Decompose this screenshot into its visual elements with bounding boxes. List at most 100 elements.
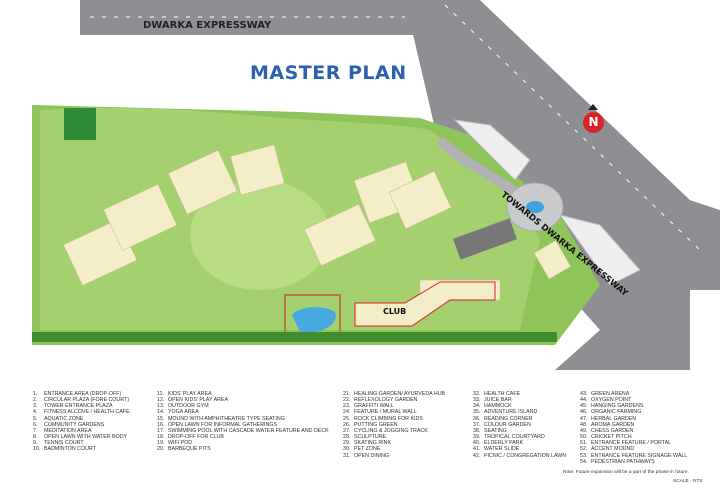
legend-number: 28. (343, 434, 351, 441)
legend-item: 21.HEALING GARDEN/ AYURVEDA HUB (343, 391, 445, 397)
legend-text: TROPICAL COURTYARD (484, 434, 545, 441)
note: Note: Future expansion will be a part of… (563, 470, 689, 475)
legend-item: 29.SKATING RINK (343, 440, 445, 446)
legend-number: 4. (33, 409, 38, 416)
legend-number: 52. (580, 446, 588, 453)
legend-item: 41.WATER SLIDE (473, 446, 566, 452)
legend-number: 40. (473, 440, 481, 447)
club-boundary (354, 281, 496, 327)
legend-item: 35.ADVENTURE ISLAND (473, 409, 566, 415)
legend-text: HEALING GARDEN/ AYURVEDA HUB (354, 391, 446, 397)
legend-number: 23. (343, 403, 351, 410)
legend-item: 23.GRAFFITI WALL (343, 403, 445, 409)
legend-item: 2. CIRCULAR PLAZA (FORE COURT) (33, 397, 130, 403)
legend-text: FITNESS ALCOVE / HEALTH CAFE (44, 409, 130, 416)
legend-number: 35. (473, 409, 481, 416)
legend-number: 17. (157, 427, 165, 434)
legend-number: 2. (33, 397, 38, 404)
legend-item: 24.FEATURE / MURAL WALL (343, 409, 445, 415)
legend-number: 14. (157, 409, 165, 416)
legend-text: MEDITATION AREA (44, 427, 92, 434)
legend-text: REFLEXOLOGY GARDEN (354, 397, 418, 404)
legend-item: 15.MOUND WITH AMPHITHEATRE TYPE SEATING (157, 416, 329, 422)
legend-number: 49. (580, 427, 588, 434)
legend-item: 33.JUICE BAR (473, 397, 566, 403)
legend-item: 12.OPEN KIDS' PLAY AREA (157, 397, 329, 403)
legend-text: COMMUNITY GARDENS (44, 421, 105, 428)
legend-number: 27. (343, 427, 351, 434)
legend-item: 40.ELDERLY PARK (473, 440, 566, 446)
north-arrow-icon (588, 104, 598, 110)
legend-text: SCULPTURE (354, 434, 387, 441)
site-plan-map (32, 0, 720, 370)
tennis-court (64, 108, 96, 140)
legend-text: CIRCULAR PLAZA (FORE COURT) (44, 397, 129, 404)
club-label: CLUB (383, 307, 407, 316)
legend-item: 4. FITNESS ALCOVE / HEALTH CAFE (33, 409, 130, 415)
legend-number: 54. (580, 458, 588, 465)
legend-text: COLOUR GARDEN (484, 421, 531, 428)
legend-text: READING CORNER (484, 415, 533, 422)
legend-text: ROCK CLIMBING FOR KIDS (354, 415, 423, 422)
legend-number: 53. (580, 452, 588, 459)
legend-number: 8. (33, 434, 38, 441)
legend-number: 21. (343, 391, 351, 397)
legend-text: ELDERLY PARK (484, 440, 524, 447)
legend-item: 26.PUTTING GREEN (343, 422, 445, 428)
legend-number: 50. (580, 434, 588, 441)
legend-item: 48.AROMA GARDEN (580, 422, 687, 428)
legend-number: 39. (473, 434, 481, 441)
legend-text: ACCENT MOUND (591, 446, 635, 453)
legend-item: 46.ORGANIC FARMING (580, 409, 687, 415)
legend-number: 12. (157, 397, 165, 404)
scale-label: SCALE - NTS (673, 479, 703, 484)
legend-number: 3. (33, 403, 38, 410)
legend-number: 36. (473, 415, 481, 422)
legend-item: 9. TENNIS COURT (33, 440, 130, 446)
legend-number: 9. (33, 440, 38, 447)
legend-item: 6.COMMUNITY GARDENS (33, 422, 130, 428)
legend-item: 14.YOGA AREA (157, 409, 329, 415)
legend-number: 10. (33, 446, 41, 453)
legend-text: GREEN ARENA (591, 391, 630, 397)
legend-text: SWIMMING POOL WITH CASCADE WATER FEATURE… (168, 427, 329, 434)
legend-item: 45.HANGING GARDENS (580, 403, 687, 409)
legend-item: 34.HAMMOCK (473, 403, 566, 409)
legend-text: HEALTH CAFE (484, 391, 521, 397)
legend-text: HERBAL GARDEN (591, 415, 637, 422)
legend-item: 38.SEATING (473, 428, 566, 434)
swimming-pool (292, 307, 336, 333)
legend-number: 42. (473, 452, 481, 459)
legend-item: 16.OPEN LAWN FOR INFORMAL GATHERINGS (157, 422, 329, 428)
legend-item: 31.OPEN DINING (343, 453, 445, 459)
legend-text: BADMINTON COURT (44, 446, 96, 453)
legend-item: 19.WIFI POD (157, 440, 329, 446)
legend-item: 1.ENTRANCE AREA (DROP-OFF) (33, 391, 130, 397)
legend-text: OPEN LAWN FOR INFORMAL GATHERINGS (168, 421, 277, 428)
legend-text: SKATING RINK (354, 440, 391, 447)
legend-item: 47.HERBAL GARDEN (580, 416, 687, 422)
legend-text: TOWER ENTRANCE PLAZA (44, 403, 113, 410)
legend-text: AQUATIC ZONE (44, 415, 84, 422)
legend-text: TENNIS COURT (44, 440, 84, 447)
legend-number: 29. (343, 440, 351, 447)
legend-number: 24. (343, 409, 351, 416)
legend-item: 51.ENTRANCE FEATURE / PORTAL (580, 440, 687, 446)
legend-item: 37.COLOUR GARDEN (473, 422, 566, 428)
legend-item: 8.OPEN LAWN WITH WATER BODY (33, 434, 130, 440)
legend-number: 1. (33, 391, 38, 397)
legend-text: HAMMOCK (484, 403, 512, 410)
legend-item: 18.DROP-OFF FOR CLUB (157, 434, 329, 440)
legend-item: 50.CRICKET PITCH (580, 434, 687, 440)
legend-text: YOGA AREA (168, 409, 199, 416)
legend-item: 54.PEDESTRIAN PATHWAYS (580, 459, 687, 465)
legend-item: 25.ROCK CLIMBING FOR KIDS (343, 416, 445, 422)
legend-number: 38. (473, 427, 481, 434)
legend-text: MOUND WITH AMPHITHEATRE TYPE SEATING (168, 415, 285, 422)
legend-item: 53.ENTRANCE FEATURE SIGNAGE WALL (580, 453, 687, 459)
legend-text: CYCLING & JOGGING TRACK (354, 427, 428, 434)
legend-item: 42.PICNIC / CONGREGATION LAWN (473, 453, 566, 459)
legend-text: OPEN KIDS' PLAY AREA (168, 397, 228, 404)
